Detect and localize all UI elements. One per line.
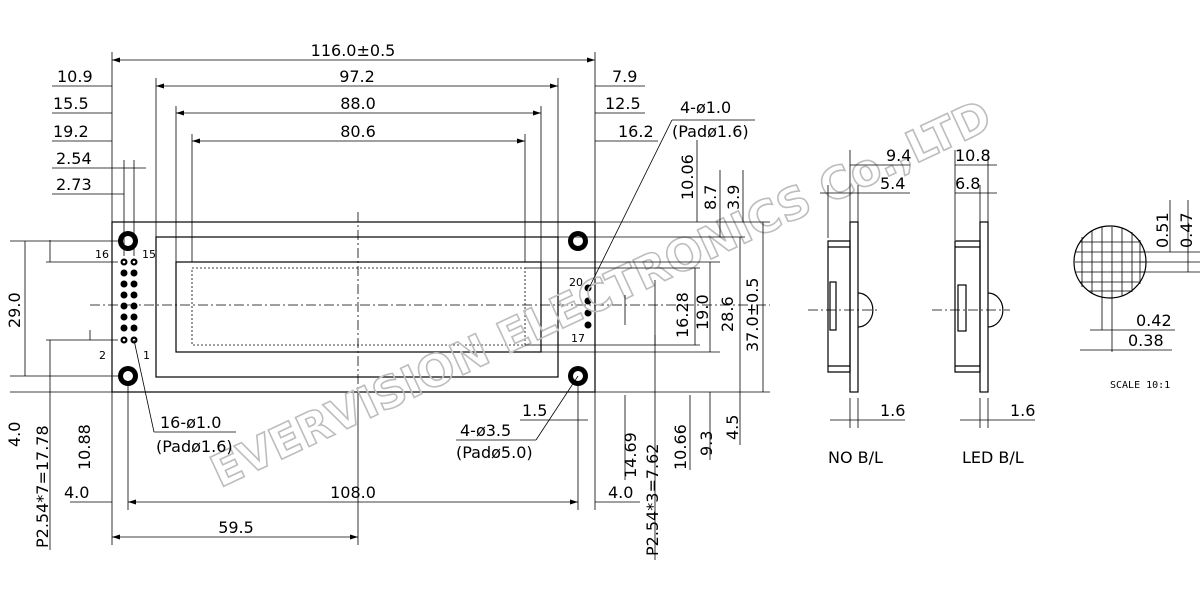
pin-label-16: 16 <box>95 248 109 261</box>
mounting-holes <box>118 231 588 386</box>
pin-label-1: 1 <box>143 349 150 362</box>
dim-4-0-bottom-right: 4.0 <box>608 483 633 502</box>
dim-15-5: 15.5 <box>53 94 89 113</box>
dim-14-69: 14.69 <box>621 432 640 478</box>
dim-1-6-nobl: 1.6 <box>880 401 905 420</box>
dim-pitch-right: P2.54*3=7.62 <box>643 444 662 556</box>
dim-0-47: 0.47 <box>1177 212 1196 248</box>
pcb-outline <box>111 221 596 393</box>
dim-12-5: 12.5 <box>605 94 641 113</box>
pixel-detail: 0.51 0.47 0.42 0.38 SCALE 10:1 <box>1073 200 1200 391</box>
dim-8-7: 8.7 <box>701 185 720 210</box>
dim-7-9: 7.9 <box>612 67 637 86</box>
dim-0-38: 0.38 <box>1128 331 1164 350</box>
dim-2-73: 2.73 <box>56 175 92 194</box>
dim-pitch-left: P2.54*7=17.78 <box>33 425 52 548</box>
side-view-no-backlight: 9.4 5.4 1.6 NO B/L <box>808 146 911 467</box>
dim-1-5: 1.5 <box>522 401 547 420</box>
dim-5-4: 5.4 <box>880 174 905 193</box>
dim-19-0: 19.0 <box>693 294 712 330</box>
dim-28-6: 28.6 <box>718 296 737 332</box>
dim-10-9: 10.9 <box>57 67 93 86</box>
dim-59-5: 59.5 <box>218 518 254 537</box>
dim-9-4: 9.4 <box>886 146 911 165</box>
dim-19-2: 19.2 <box>53 122 89 141</box>
dim-10-8: 10.8 <box>955 146 991 165</box>
active-area <box>191 267 526 346</box>
pin-header-16 <box>120 258 138 344</box>
bezel-outline <box>155 236 559 378</box>
dim-6-8: 6.8 <box>955 174 980 193</box>
pin-note-line2: (Padø1.6) <box>156 437 233 456</box>
dim-80-6: 80.6 <box>340 122 376 141</box>
dim-29-0: 29.0 <box>5 292 24 328</box>
dim-10-06: 10.06 <box>678 154 697 200</box>
holes-note-line2: (Padø1.6) <box>672 122 749 141</box>
dim-108-0: 108.0 <box>330 483 376 502</box>
dim-2-54: 2.54 <box>56 149 92 168</box>
pin-label-20: 20 <box>569 276 583 289</box>
dim-4-0-left: 4.0 <box>5 422 24 447</box>
bottom-dimensions: 4.0 108.0 4.0 59.5 1.5 14.69 10.66 9.3 4… <box>64 335 742 560</box>
dim-0-51: 0.51 <box>1153 212 1172 248</box>
dim-16-28: 16.28 <box>673 292 692 338</box>
top-dimensions: 116.0±0.5 97.2 88.0 80.6 10.9 15.5 19.2 … <box>52 41 755 287</box>
scale-label: SCALE 10:1 <box>1110 380 1170 391</box>
dim-0-42: 0.42 <box>1136 311 1172 330</box>
dim-1-6-ledbl: 1.6 <box>1010 401 1035 420</box>
holes-note-line1: 4-ø1.0 <box>680 98 731 117</box>
dim-10-88: 10.88 <box>75 424 94 470</box>
caption-no-backlight: NO B/L <box>828 448 883 467</box>
dim-9-3: 9.3 <box>697 431 716 456</box>
pin-note-line1: 16-ø1.0 <box>160 413 221 432</box>
dim-3-9: 3.9 <box>724 185 743 210</box>
side-view-led-backlight: 10.8 6.8 1.6 LED B/L <box>932 146 1035 467</box>
pin-header-backlight <box>584 284 592 329</box>
mount-note-line2: (Padø5.0) <box>456 443 533 462</box>
dim-overall-width: 116.0±0.5 <box>311 41 396 60</box>
dim-4-5: 4.5 <box>723 415 742 440</box>
mount-note-line1: 4-ø3.5 <box>460 421 511 440</box>
dim-10-66: 10.66 <box>671 424 690 470</box>
pin-label-2: 2 <box>99 349 106 362</box>
pin-label-17: 17 <box>571 332 585 345</box>
dim-88-0: 88.0 <box>340 94 376 113</box>
dim-37-0: 37.0±0.5 <box>743 278 762 352</box>
watermark: EVERVISION ELECTRONICS Co.,LTD <box>203 91 999 498</box>
caption-led-backlight: LED B/L <box>962 448 1024 467</box>
dim-97-2: 97.2 <box>339 67 375 86</box>
viewing-area <box>175 261 542 353</box>
dim-4-0-bottom-left: 4.0 <box>64 483 89 502</box>
left-dimensions: 29.0 4.0 10.88 P2.54*7=17.78 <box>5 240 118 550</box>
pin-label-15: 15 <box>142 248 156 261</box>
dim-16-2: 16.2 <box>618 122 654 141</box>
right-dimensions: 10.06 8.7 3.9 16.28 19.0 28.6 37.0±0.5 <box>525 140 770 393</box>
